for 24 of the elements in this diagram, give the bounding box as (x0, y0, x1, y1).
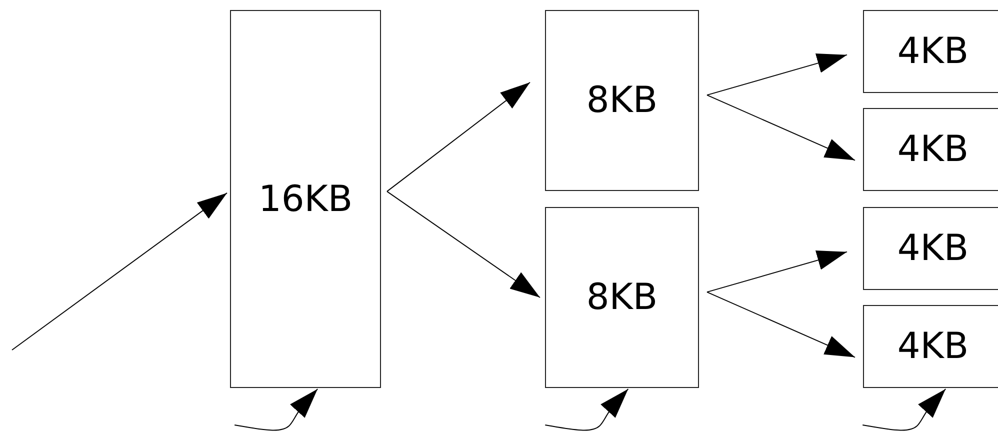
size-label: 4KB (897, 326, 969, 367)
arrow (706, 292, 856, 358)
arrow (386, 82, 530, 192)
arrow (544, 388, 629, 431)
arrow (706, 54, 848, 96)
memory-block (863, 10, 998, 93)
size-label: 4KB (897, 31, 969, 72)
arrow (386, 190, 540, 298)
size-label: 8KB (586, 277, 658, 318)
arrow (862, 388, 946, 431)
memory-block (545, 207, 699, 388)
memory-block (863, 305, 998, 388)
memory-block (545, 10, 699, 191)
arrow (12, 192, 228, 350)
memory-block (230, 10, 381, 388)
arrow (706, 250, 848, 293)
size-label: 8KB (586, 80, 658, 121)
memory-block (863, 207, 998, 290)
size-label: 4KB (897, 129, 969, 170)
memory-block (863, 108, 998, 191)
size-label: 16KB (258, 178, 353, 220)
size-label: 4KB (897, 228, 969, 269)
arrow (706, 94, 856, 161)
arrow (234, 388, 318, 431)
